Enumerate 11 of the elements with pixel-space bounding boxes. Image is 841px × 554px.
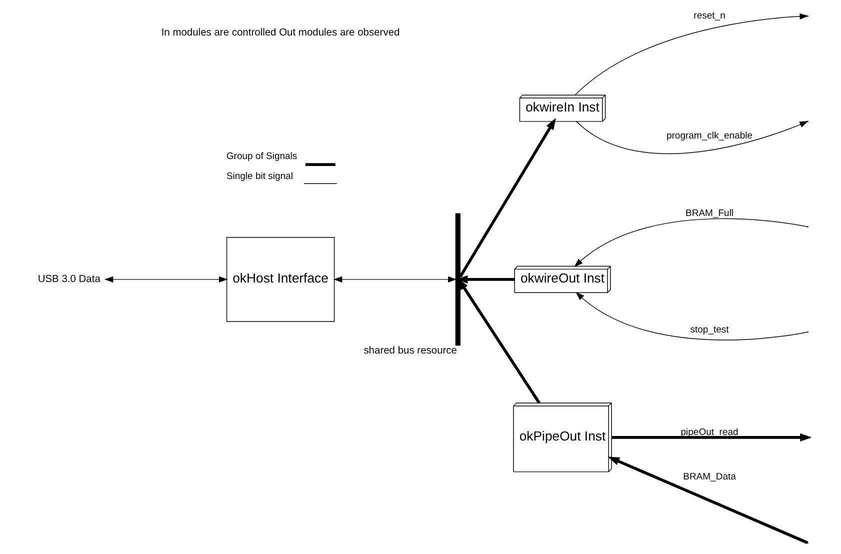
edge-label: program_clk_enable (666, 130, 753, 142)
edge-label: BRAM_Data (683, 471, 736, 482)
edge-label: BRAM_Full (686, 208, 734, 220)
legend-label: Single bit signal (226, 170, 293, 182)
legend-label: Group of Signals (226, 151, 298, 162)
edge-label: reset_n (694, 10, 726, 22)
edge-label: pipeOut_read (680, 426, 738, 438)
label: In modules are controlled Out modules are observed (161, 28, 400, 39)
node-text: USB 3.0 Data (38, 274, 100, 286)
edge-label: stop_test (690, 324, 729, 336)
node-label: shared bus resource (364, 345, 458, 356)
